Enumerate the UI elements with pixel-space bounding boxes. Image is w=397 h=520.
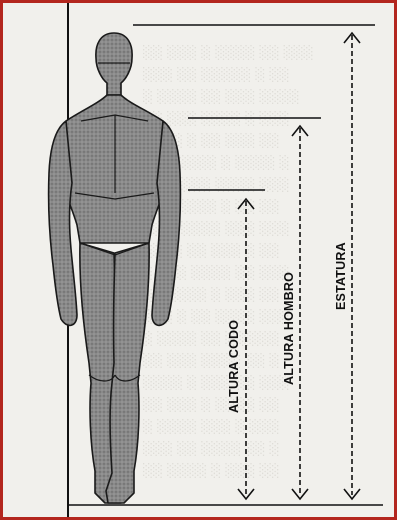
figure-head <box>96 33 132 95</box>
elbow-height-label: ALTURA CODO <box>227 320 241 413</box>
stature-label: ESTATURA <box>334 242 348 310</box>
shoulder-height-label: ALTURA HOMBRO <box>282 272 296 385</box>
anthropometric-diagram: ALTURA CODO ALTURA HOMBRO ESTATURA <box>3 3 394 517</box>
